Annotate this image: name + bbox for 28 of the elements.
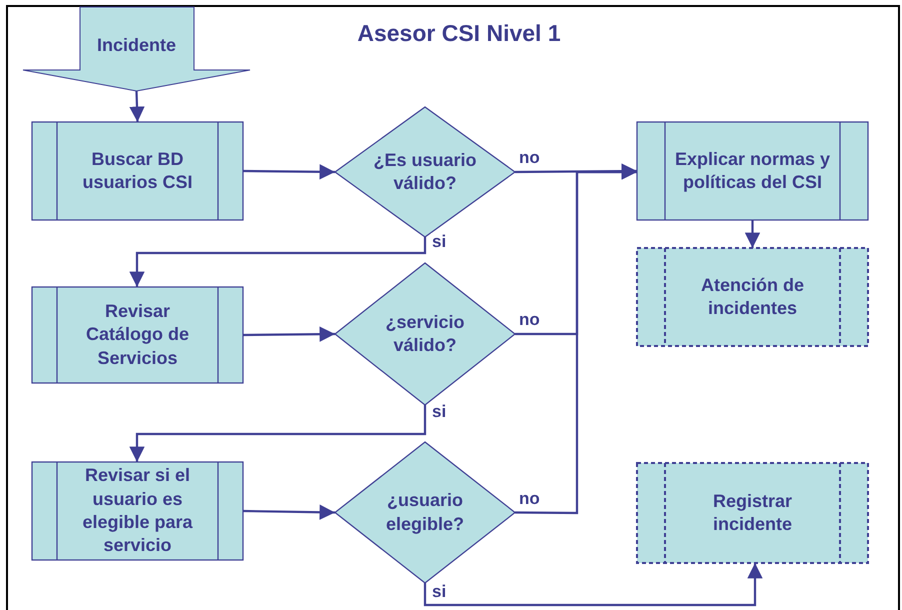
node-label: Buscar BD usuarios CSI	[81, 148, 194, 194]
arrow	[424, 563, 763, 606]
arrow	[129, 405, 426, 462]
process-box	[637, 248, 868, 346]
node-label: Revisar Catálogo de Servicios	[84, 300, 190, 370]
arrow	[744, 220, 760, 248]
node-label: Revisar si el usuario es elegible para servicio	[81, 464, 194, 558]
decision-diamond	[335, 263, 515, 405]
node-label: Incidente	[96, 34, 176, 57]
process-box	[32, 122, 243, 220]
decision-diamond	[335, 442, 515, 583]
node-label: ¿usuario elegible?	[384, 489, 466, 536]
process-box	[637, 122, 868, 220]
node-label: Explicar normas y políticas del CSI	[674, 148, 832, 194]
process-box	[32, 462, 243, 560]
node-label: ¿Es usuario válido?	[372, 148, 478, 195]
process-box	[32, 287, 243, 383]
node-label: Registrar incidente	[712, 490, 794, 536]
node-label: ¿servicio válido?	[384, 310, 466, 357]
node-label: Atención de incidentes	[700, 274, 805, 320]
arrow	[242, 326, 336, 342]
block-arrow	[23, 7, 250, 91]
arrow	[242, 164, 336, 180]
process-box	[637, 463, 868, 563]
diagram-title: Asesor CSI Nivel 1	[356, 20, 562, 47]
arrow	[129, 237, 426, 287]
arrow	[129, 90, 145, 122]
arrow	[242, 504, 336, 520]
